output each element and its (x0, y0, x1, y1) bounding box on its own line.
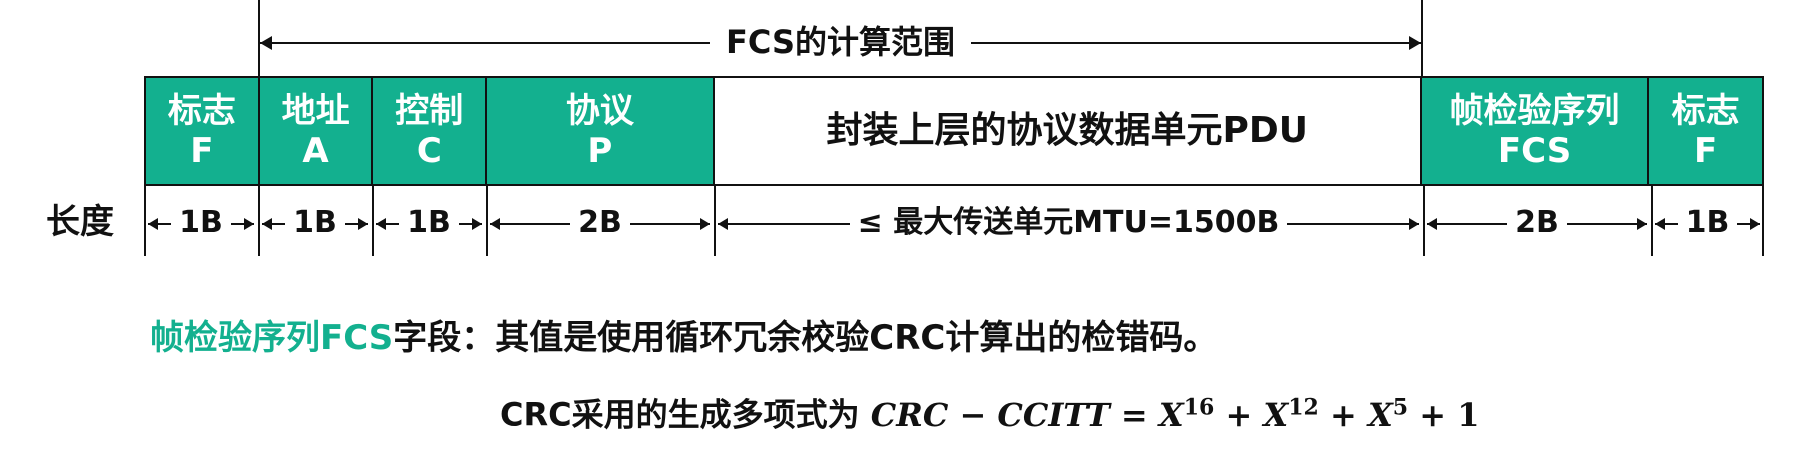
length-row: 1B 1B 1B 2B ≤ 最大传送单元MTU=1500B 2B 1B (144, 186, 1764, 256)
field-name: 地址 (281, 91, 350, 131)
field-protocol: 协议 P (487, 78, 715, 184)
right-arrow-icon (244, 218, 254, 230)
length-tick (1423, 186, 1425, 256)
length-value: 1B (285, 205, 345, 240)
length-segment: 1B (1651, 186, 1764, 256)
field-fcs: 帧检验序列 FCS (1421, 78, 1650, 184)
length-value: ≤ 最大传送单元MTU=1500B (849, 205, 1288, 240)
fcs-range-right-arrow-icon (1409, 36, 1421, 50)
field-abbr: FCS (1497, 131, 1572, 171)
field-name: 协议 (565, 91, 634, 131)
length-segment: 2B (1423, 186, 1651, 256)
formula-lhs: CRC − CCITT (870, 395, 1110, 434)
field-flag-end: 标志 F (1649, 78, 1762, 184)
left-arrow-icon (376, 218, 386, 230)
crc-formula: CRC − CCITT = X16 + X12 + X5 + 1 (870, 394, 1480, 434)
formula-exp: 12 (1288, 394, 1319, 420)
field-payload: 封装上层的协议数据单元PDU (714, 78, 1422, 184)
right-arrow-icon (358, 218, 368, 230)
formula-plus: + (1408, 395, 1458, 434)
field-name: 帧检验序列 (1449, 91, 1620, 131)
field-name: 标志 (1671, 91, 1740, 131)
formula-x: X (1367, 395, 1393, 434)
field-abbr: F (190, 131, 214, 171)
length-value: 1B (399, 205, 459, 240)
formula-x: X (1158, 395, 1184, 434)
length-end-tick (1762, 186, 1764, 256)
field-name: 标志 (167, 91, 236, 131)
fcs-description-highlight: 帧检验序列FCS (150, 318, 394, 358)
length-value: 1B (1677, 205, 1738, 240)
length-tick (258, 186, 260, 256)
length-value: 2B (1507, 205, 1567, 240)
formula-x: X (1263, 395, 1289, 434)
formula-one: 1 (1457, 395, 1480, 434)
length-segment: 2B (486, 186, 714, 256)
crc-polynomial-prefix: CRC采用的生成多项式为 (500, 395, 871, 434)
length-label: 长度 (46, 202, 114, 242)
ppp-frame: 标志 F 地址 A 控制 C 协议 P 封装上层的协议数据单元PDU 帧检验序列… (144, 76, 1764, 186)
length-tick (1651, 186, 1653, 256)
length-tick (372, 186, 374, 256)
length-segment: 1B (144, 186, 258, 256)
crc-polynomial-line: CRC采用的生成多项式为 CRC − CCITT = X16 + X12 + X… (500, 384, 1479, 438)
formula-exp: 5 (1392, 394, 1409, 420)
left-arrow-icon (718, 218, 728, 230)
fcs-description: 帧检验序列FCS字段：其值是使用循环冗余校验CRC计算出的检错码。 (150, 315, 1217, 361)
field-address: 地址 A (259, 78, 374, 184)
right-arrow-icon (1409, 218, 1419, 230)
length-tick (144, 186, 146, 256)
length-tick (486, 186, 488, 256)
right-arrow-icon (1750, 218, 1760, 230)
fcs-description-text: 字段：其值是使用循环冗余校验CRC计算出的检错码。 (393, 318, 1218, 358)
left-arrow-icon (490, 218, 500, 230)
field-abbr: C (416, 131, 442, 171)
field-abbr: F (1694, 131, 1718, 171)
field-flag-start: 标志 F (146, 78, 260, 184)
length-tick (714, 186, 716, 256)
formula-eq: = (1109, 395, 1159, 434)
formula-plus: + (1318, 395, 1368, 434)
length-tick (1762, 186, 1764, 256)
left-arrow-icon (1655, 218, 1665, 230)
length-segment: 1B (258, 186, 372, 256)
field-abbr: A (302, 131, 329, 171)
length-segment: 1B (372, 186, 486, 256)
field-name: 封装上层的协议数据单元PDU (826, 110, 1308, 151)
fcs-range-right-tick (1421, 0, 1423, 80)
left-arrow-icon (148, 218, 158, 230)
left-arrow-icon (262, 218, 272, 230)
right-arrow-icon (700, 218, 710, 230)
field-abbr: P (587, 131, 613, 171)
fcs-range-indicator: FCS的计算范围 (258, 0, 1423, 80)
formula-plus: + (1214, 395, 1264, 434)
length-segment: ≤ 最大传送单元MTU=1500B (714, 186, 1423, 256)
field-control: 控制 C (373, 78, 488, 184)
right-arrow-icon (472, 218, 482, 230)
formula-exp: 16 (1183, 394, 1215, 420)
fcs-range-label: FCS的计算范围 (710, 23, 971, 61)
length-value: 2B (570, 205, 630, 240)
right-arrow-icon (1637, 218, 1647, 230)
left-arrow-icon (1427, 218, 1437, 230)
field-name: 控制 (395, 91, 464, 131)
fcs-range-left-arrow-icon (260, 36, 272, 50)
fcs-range-left-tick (258, 0, 260, 80)
length-value: 1B (171, 205, 231, 240)
